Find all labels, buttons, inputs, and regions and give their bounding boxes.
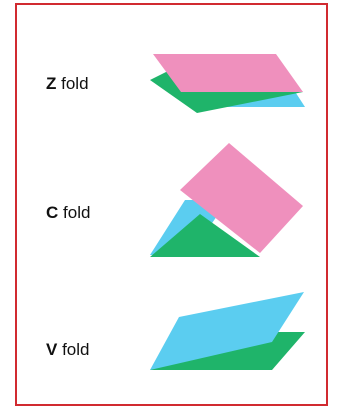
z-fold-letter: Z xyxy=(46,74,57,93)
v-fold-letter: V xyxy=(46,340,58,359)
z-fold-word: fold xyxy=(61,74,89,93)
v-fold-word: fold xyxy=(62,340,90,359)
c-fold-letter: C xyxy=(46,203,59,222)
c-fold-illustration xyxy=(150,143,303,257)
c-fold-pink-panel xyxy=(180,143,303,253)
z-fold-pink-panel xyxy=(153,54,303,92)
v-fold-label: V fold xyxy=(46,340,90,360)
v-fold-illustration xyxy=(150,292,305,370)
z-fold-illustration xyxy=(150,54,305,113)
c-fold-green-panel xyxy=(150,214,260,257)
v-fold-blue-panel xyxy=(150,292,304,370)
c-fold-word: fold xyxy=(63,203,91,222)
c-fold-label: C fold xyxy=(46,203,90,223)
z-fold-label: Z fold xyxy=(46,74,89,94)
